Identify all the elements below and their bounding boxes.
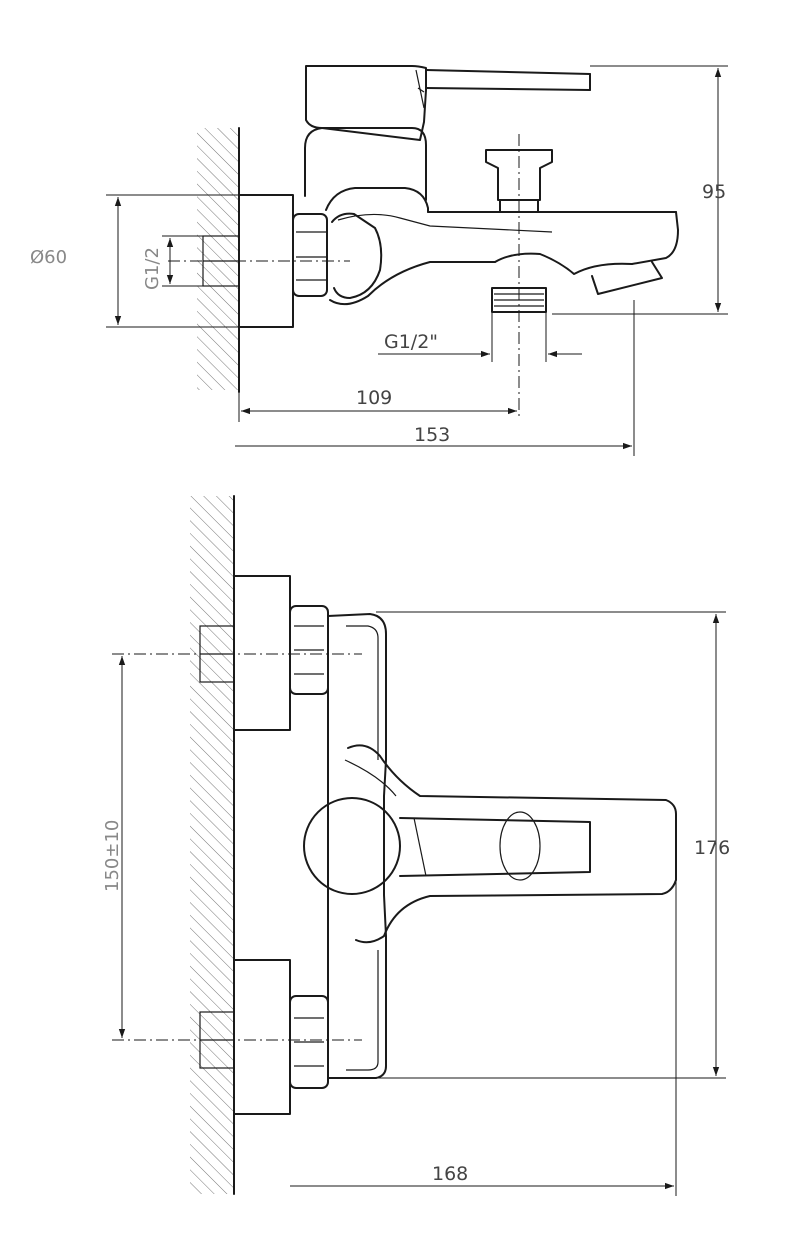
dimension-spout-reach: 168	[290, 880, 677, 1196]
label-diameter: Ø60	[30, 247, 67, 268]
wall-side-view	[197, 127, 240, 393]
dimension-diameter-60: Ø60	[30, 194, 239, 328]
lever-handle-top	[303, 797, 591, 895]
union-nut-lower	[289, 995, 329, 1089]
dimension-depth-109: 109	[238, 387, 517, 422]
label-height: 95	[702, 181, 726, 203]
union-nut-upper	[289, 605, 329, 695]
lever-handle-side	[305, 65, 591, 141]
label-spout-reach: 168	[432, 1163, 468, 1185]
label-depth-total: 153	[414, 424, 450, 446]
label-outlet-thread: G1/2"	[384, 331, 438, 353]
wall-top-view	[190, 495, 235, 1195]
label-inlet-thread: G1/2	[142, 247, 163, 290]
spout-top	[344, 744, 677, 944]
spout-side	[427, 211, 679, 295]
wall-flange-upper	[233, 575, 291, 731]
dimension-body-length: 176	[376, 611, 730, 1079]
label-depth-outlet: 109	[356, 387, 392, 409]
label-body-length: 176	[694, 837, 730, 859]
dimension-height-95: 95	[552, 65, 728, 315]
label-spacing: 150±10	[102, 820, 123, 892]
wall-flange-lower	[233, 959, 291, 1115]
union-nut-side	[292, 213, 328, 297]
dimension-spacing: 150±10	[102, 656, 126, 1038]
top-view: 150±10 176 168	[102, 495, 730, 1196]
dimension-outlet-thread: G1/2"	[378, 312, 582, 362]
dimension-inlet-thread: G1/2	[142, 235, 203, 290]
dimension-depth-153: 153	[235, 300, 635, 456]
side-view: Ø60 G1/2 95 G1/2" 109	[30, 65, 728, 456]
mixer-body-side	[304, 127, 553, 306]
mixer-body-top	[327, 613, 387, 1079]
